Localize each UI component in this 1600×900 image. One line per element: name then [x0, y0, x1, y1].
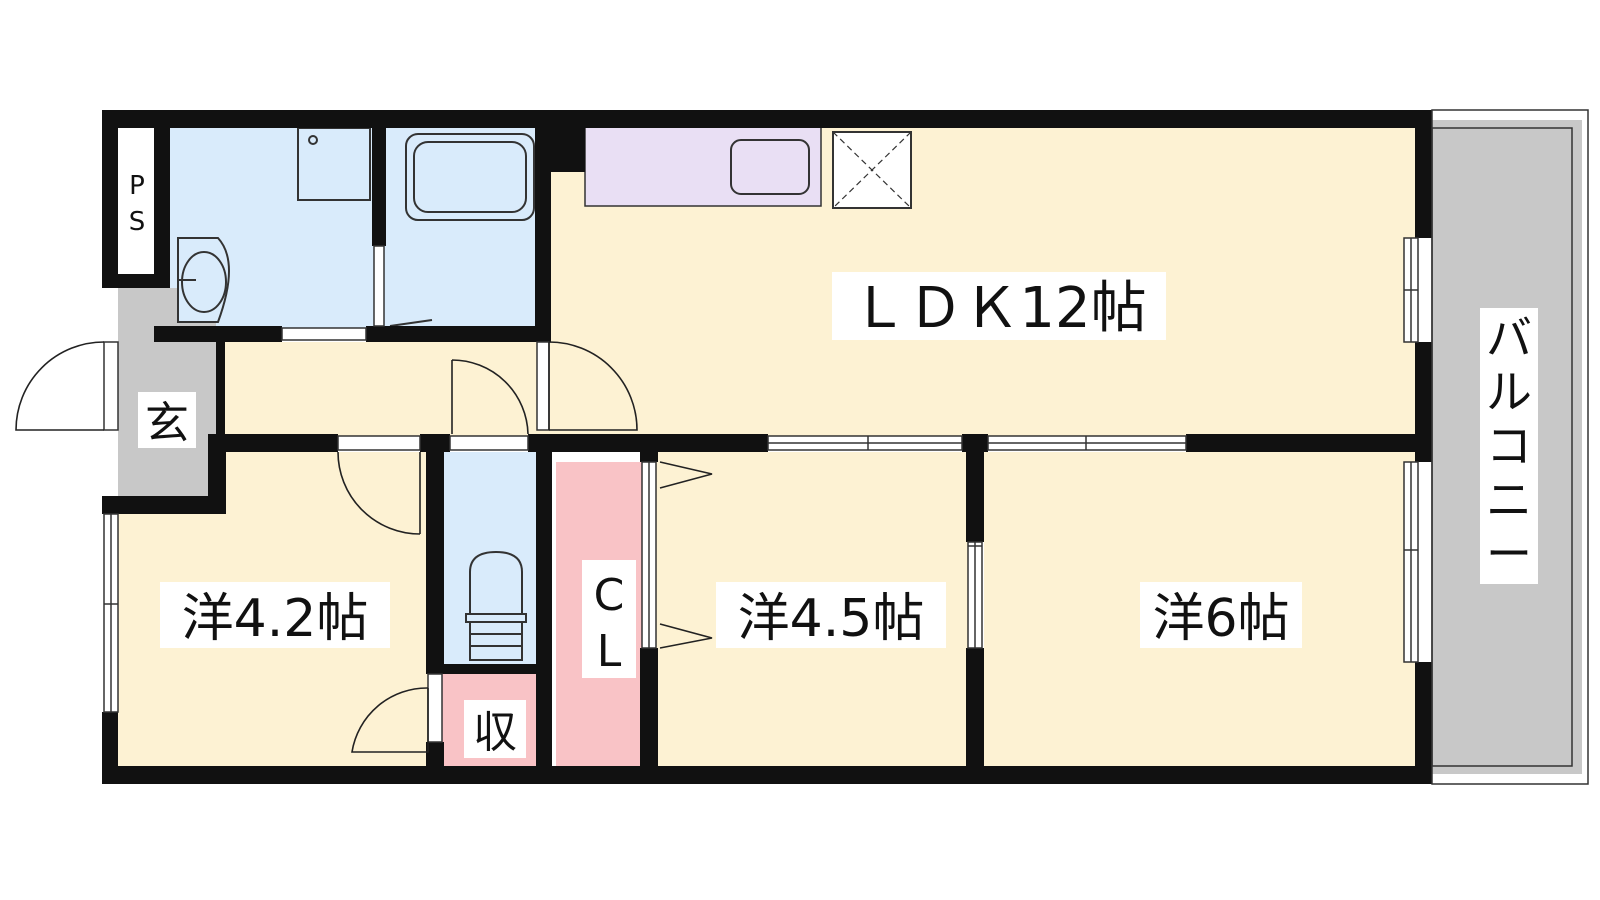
closet-label-bottom: L: [597, 626, 622, 677]
wall-outer-top: [102, 110, 1432, 128]
ldk-label: ＬＤＫ12帖: [851, 276, 1146, 341]
closet-label-top: C: [594, 570, 625, 621]
storage-label: 収: [473, 707, 517, 758]
balcony-label-4: ニ: [1486, 473, 1532, 527]
toilet: [465, 550, 527, 661]
pipe-space-label-top: P: [129, 171, 145, 201]
storage-door-swing: [351, 687, 429, 753]
bathroom-floor: [382, 128, 542, 336]
sink: [730, 139, 810, 195]
western-a-door-swing: [337, 451, 421, 535]
door-swings: [15, 341, 713, 753]
wall-outer-left-lower: [102, 496, 118, 514]
kitchen-counter: [584, 125, 912, 209]
walls: [102, 110, 1432, 784]
wall-outer-right: [1415, 110, 1432, 238]
western-a-label: 洋4.2帖: [182, 589, 369, 649]
western-c-label: 洋6帖: [1152, 589, 1289, 649]
windows: [103, 237, 1419, 743]
balcony-label-2: ル: [1486, 365, 1532, 419]
entrance-door-swing: [15, 341, 105, 431]
pipe-space: [118, 128, 154, 274]
wall-outer-bottom: [102, 766, 1432, 784]
pipe-space-label-bottom: S: [129, 207, 146, 237]
fixtures: [177, 127, 535, 661]
bathtub: [405, 133, 535, 221]
entrance-label: 玄: [145, 398, 189, 449]
closet-door-marker-bottom: [659, 623, 713, 649]
balcony-frame: [1431, 109, 1589, 785]
toilet-door-swing: [451, 359, 529, 435]
room-labels: ＬＤＫ12帖 洋4.2帖 洋4.5帖 洋6帖 玄 収 C L P S バ ル コ…: [129, 171, 1538, 758]
western-b-label: 洋4.5帖: [738, 589, 925, 649]
hallway-floor: [225, 342, 549, 442]
balcony-label-3: コ: [1486, 419, 1532, 473]
balcony-label-5: ー: [1486, 527, 1532, 581]
wall-outer-left-top: [102, 110, 118, 288]
washroom-door: [281, 327, 367, 341]
closet-door-marker-top: [659, 461, 713, 489]
toilet-floor: [442, 452, 542, 666]
ldk-door-swing: [548, 341, 638, 431]
balcony-label-1: バ: [1486, 311, 1532, 365]
